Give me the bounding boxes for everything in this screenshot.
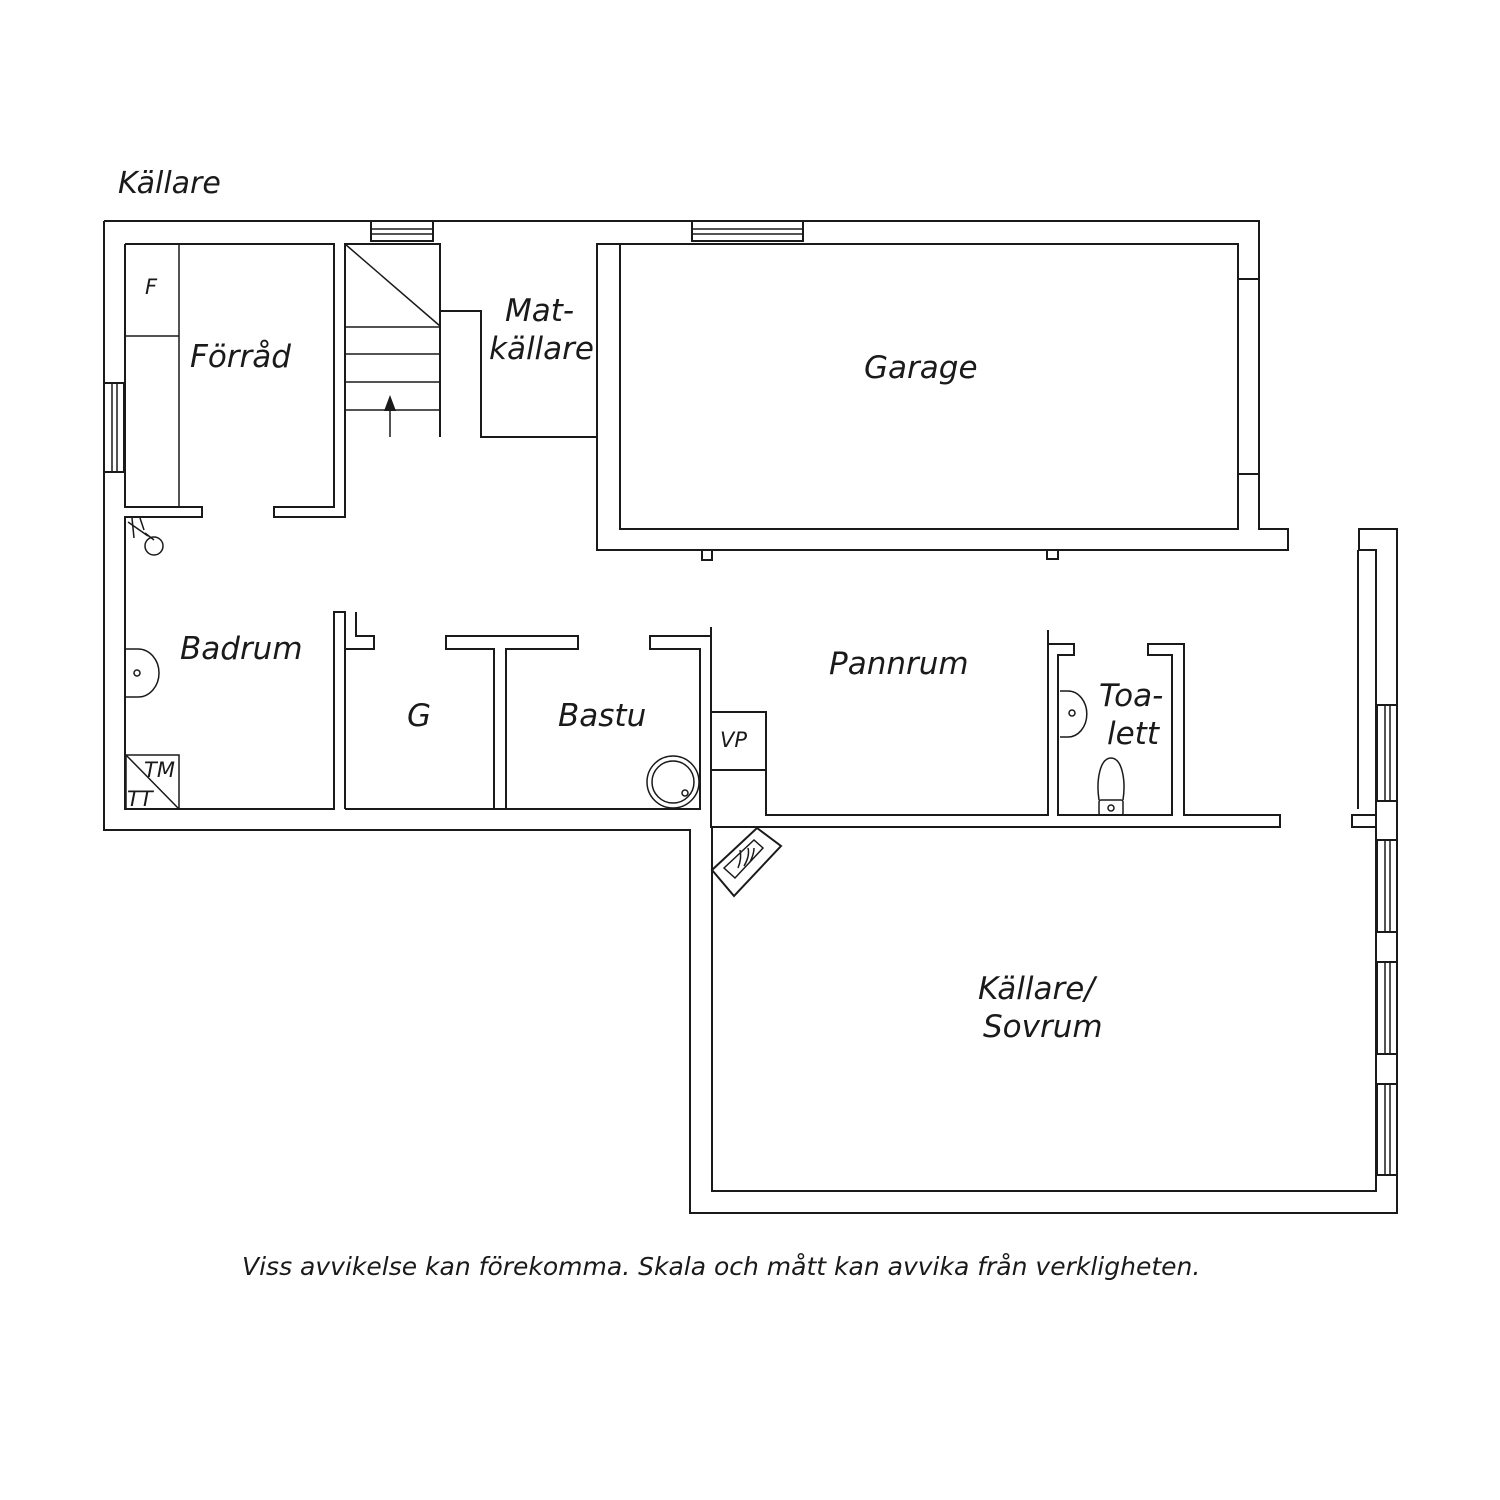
room-label-forrad: Förråd [190,339,291,375]
room-label-garage: Garage [864,350,978,386]
fireplace-icon [710,826,783,898]
stair-arrow-icon [384,395,396,411]
room-label-bastu: Bastu [558,698,646,734]
washer-symbol-tm: TM [144,758,175,782]
washer-dryer-icon [125,754,180,810]
sink-icon [126,648,160,698]
stairs [344,243,441,437]
heat-pump-symbol-vp: VP [720,728,747,752]
room-label-matkallare-line1: Mat- [505,293,574,329]
room-label-kallare-sovrum-line2: Sovrum [983,1009,1103,1045]
room-label-toalett-line1: Toa- [1099,678,1163,714]
room-label-pannrum: Pannrum [829,646,969,682]
room-label-kallare-sovrum-line1: Källare/ [978,971,1098,1007]
room-label-matkallare-line2: källare [489,331,594,367]
disclaimer-text: Viss avvikelse kan förekomma. Skala och … [242,1252,1200,1281]
interior-walls [125,244,1377,828]
storage-symbol-f: F [145,275,158,299]
toilet-sink-icon [1060,690,1088,738]
outer-walls [103,220,1398,1214]
room-label-badrum: Badrum [180,631,303,667]
room-label-g: G [407,698,431,734]
shower-icon [127,517,164,556]
room-label-toalett-line2: lett [1107,716,1161,752]
sauna-heater-icon [646,755,700,809]
sink-drain-icon [133,669,141,677]
dryer-symbol-tt: TT [127,787,155,811]
toilet-icon [1097,757,1125,816]
windows [103,220,1398,1176]
fixtures [125,517,1125,898]
plan-title: Källare [118,166,221,201]
